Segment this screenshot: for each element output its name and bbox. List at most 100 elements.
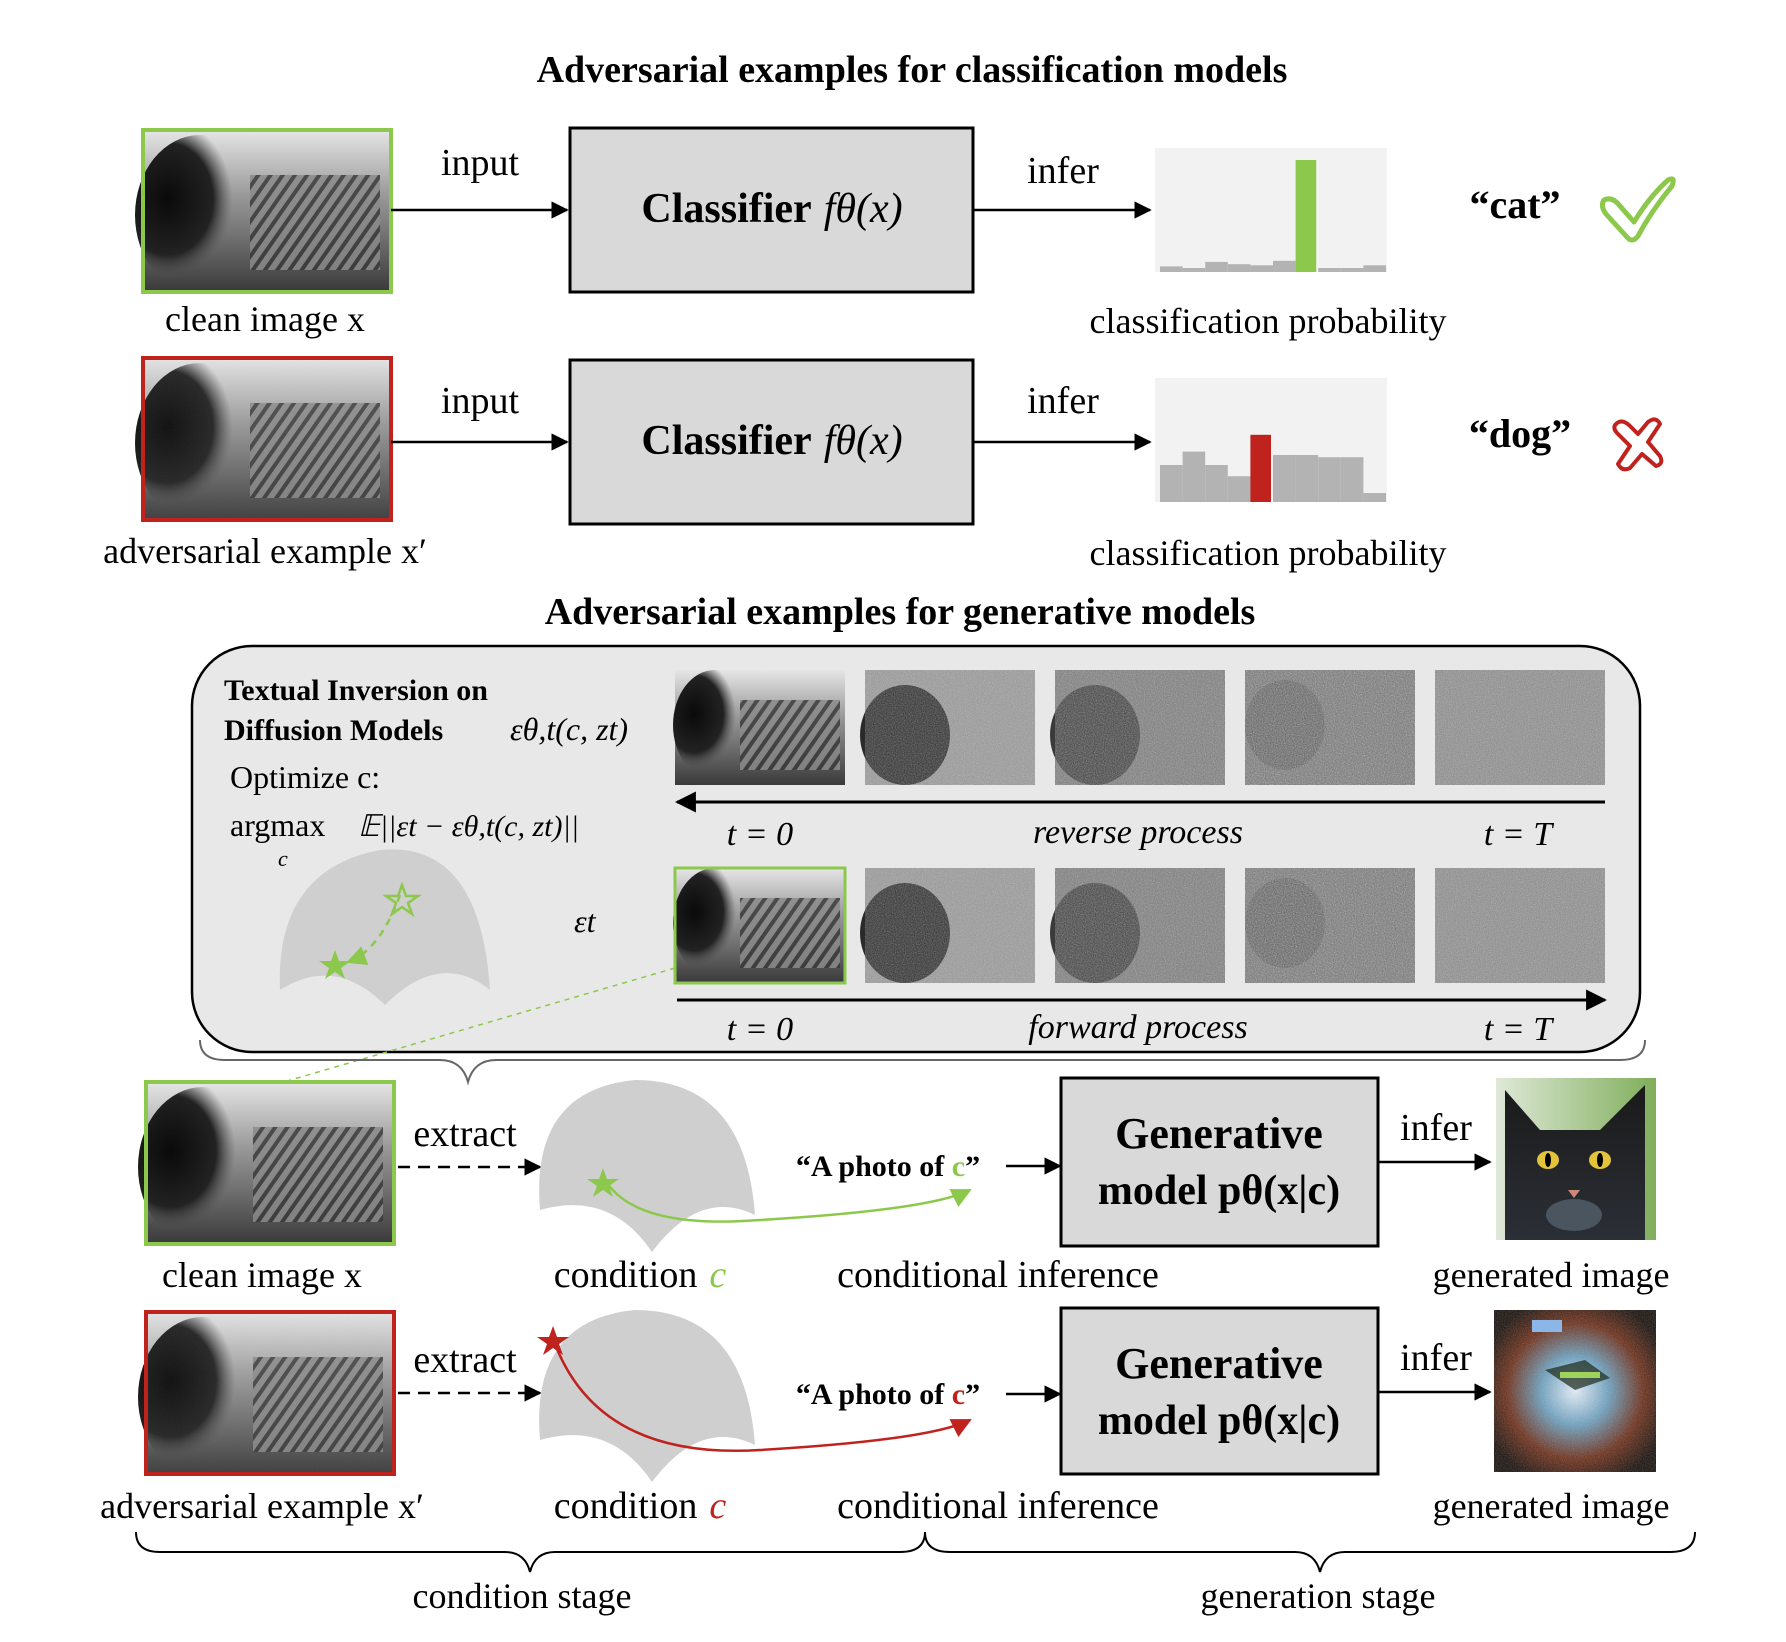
condition-caption-clean: condition c xyxy=(554,1254,727,1296)
condition-word-clean: condition xyxy=(554,1254,698,1296)
embedding-manifold-panel xyxy=(279,849,490,1005)
reverse-t-end: t = T xyxy=(1484,816,1554,853)
prompt-prefix-adversarial: “A photo of xyxy=(796,1378,952,1411)
probability-chart-clean xyxy=(1155,148,1387,272)
objective-formula: 𝔼||εt − εθ,t(c, zt)|| xyxy=(358,810,579,843)
prompt-text-adversarial: “A photo of c” xyxy=(796,1378,980,1411)
generative-model-box-adversarial xyxy=(1059,1306,1380,1476)
generation-stage-label: generation stage xyxy=(1201,1576,1436,1616)
inference-caption-clean: conditional inference xyxy=(837,1254,1159,1296)
prompt-text-clean: “A photo of c” xyxy=(796,1150,980,1183)
reverse-thumb-1 xyxy=(860,670,1035,785)
reverse-thumb-0 xyxy=(673,670,845,785)
argmax-subscript: c xyxy=(278,846,288,871)
forward-thumbnails xyxy=(673,866,1605,985)
eps-theta-label: εθ,t(c, zt) xyxy=(510,711,628,747)
condition-stage-brace xyxy=(135,1531,926,1573)
condition-star-clean-icon xyxy=(587,1168,619,1197)
infer-label-top: infer xyxy=(1027,150,1099,192)
prob-caption-top: classification probability xyxy=(1090,301,1447,341)
adversarial-image-gen xyxy=(138,1310,396,1477)
probability-bar xyxy=(1250,265,1273,272)
probability-bar xyxy=(1340,268,1364,272)
result-label-cat: “cat” xyxy=(1469,182,1560,227)
probability-bar xyxy=(1273,455,1296,502)
inference-caption-adversarial: conditional inference xyxy=(837,1485,1159,1527)
forward-process-label: forward process xyxy=(1028,1009,1247,1046)
model-line1-adversarial: Generative xyxy=(1115,1339,1323,1388)
adversarial-image-top xyxy=(135,356,393,523)
forward-thumb-0 xyxy=(673,866,847,985)
panel-heading-line1: Textual Inversion on xyxy=(224,674,488,707)
reverse-thumb-2 xyxy=(1050,670,1225,785)
infer-label-bottom: infer xyxy=(1027,380,1099,422)
prompt-suffix-clean: ” xyxy=(965,1150,980,1183)
classifier-box-top xyxy=(568,126,975,294)
clean-image-gen xyxy=(138,1080,396,1247)
condition-star-adversarial-icon xyxy=(537,1326,569,1355)
probability-bar-highlight xyxy=(1295,160,1317,272)
extract-label-clean: extract xyxy=(413,1113,517,1155)
probability-chart-adversarial xyxy=(1155,378,1387,502)
classification-title: Adversarial examples for classification … xyxy=(537,49,1288,91)
start-star-icon xyxy=(319,950,351,979)
probability-bar xyxy=(1182,268,1206,272)
adversarial-image-caption-gen: adversarial example x′ xyxy=(100,1486,424,1526)
generative-title: Adversarial examples for generative mode… xyxy=(545,591,1256,633)
model-line2-clean: model pθ(x|c) xyxy=(1098,1168,1340,1214)
infer-label-clean: infer xyxy=(1400,1107,1472,1149)
generation-stage-brace xyxy=(924,1531,1696,1573)
reverse-thumbnails xyxy=(673,670,1605,785)
checkmark-icon xyxy=(1599,176,1676,243)
infer-label-adversarial: infer xyxy=(1400,1337,1472,1379)
generated-caption-clean: generated image xyxy=(1433,1255,1670,1295)
probability-bar xyxy=(1340,457,1364,502)
probability-bar xyxy=(1227,264,1251,272)
forward-thumb-2 xyxy=(1050,868,1225,983)
probability-bar xyxy=(1160,465,1183,502)
prompt-symbol-adversarial: c xyxy=(952,1378,965,1411)
reverse-thumb-3 xyxy=(1245,670,1415,785)
input-label-top: input xyxy=(441,142,520,184)
model-line2-adversarial: model pθ(x|c) xyxy=(1098,1398,1340,1444)
argmax-label: argmax xyxy=(230,807,325,843)
clean-image-caption-gen: clean image x xyxy=(162,1255,362,1295)
condition-word-adversarial: condition xyxy=(554,1485,698,1527)
probability-bar xyxy=(1318,268,1341,272)
classifier-word-top: Classifier xyxy=(641,186,811,232)
forward-t-start: t = 0 xyxy=(727,1011,793,1048)
probability-bar xyxy=(1182,451,1206,502)
classifier-math-bottom: fθ(x) xyxy=(824,418,903,464)
classifier-word-bottom: Classifier xyxy=(641,418,811,464)
eps-t-label: εt xyxy=(574,903,597,939)
result-label-dog: “dog” xyxy=(1469,411,1571,456)
reverse-process-label: reverse process xyxy=(1033,814,1243,851)
panel-connector-line xyxy=(269,967,676,1087)
cross-icon xyxy=(1612,417,1664,472)
extract-label-adversarial: extract xyxy=(413,1339,517,1381)
prompt-prefix-clean: “A photo of xyxy=(796,1150,952,1183)
reverse-t-start: t = 0 xyxy=(727,816,793,853)
reverse-thumb-4 xyxy=(1435,670,1605,785)
clean-image-top xyxy=(135,128,393,295)
condition-stage-label: condition stage xyxy=(413,1576,632,1616)
condition-manifold-clean xyxy=(539,1080,972,1252)
panel-brace xyxy=(199,1039,1646,1086)
optimize-label: Optimize c: xyxy=(230,759,380,795)
probability-bar xyxy=(1205,465,1228,502)
classifier-box-bottom xyxy=(568,358,975,526)
probability-bar xyxy=(1273,260,1296,272)
prompt-symbol-clean: c xyxy=(952,1150,965,1183)
condition-symbol-clean: c xyxy=(709,1254,726,1296)
prob-caption-bottom: classification probability xyxy=(1090,533,1447,573)
forward-thumb-1 xyxy=(860,868,1035,983)
condition-manifold-adversarial xyxy=(537,1310,972,1482)
generated-caption-adversarial: generated image xyxy=(1433,1486,1670,1526)
forward-thumb-3 xyxy=(1245,868,1415,983)
forward-t-end: t = T xyxy=(1484,1011,1554,1048)
probability-bar-highlight xyxy=(1250,434,1271,502)
model-line1-clean: Generative xyxy=(1115,1109,1323,1158)
